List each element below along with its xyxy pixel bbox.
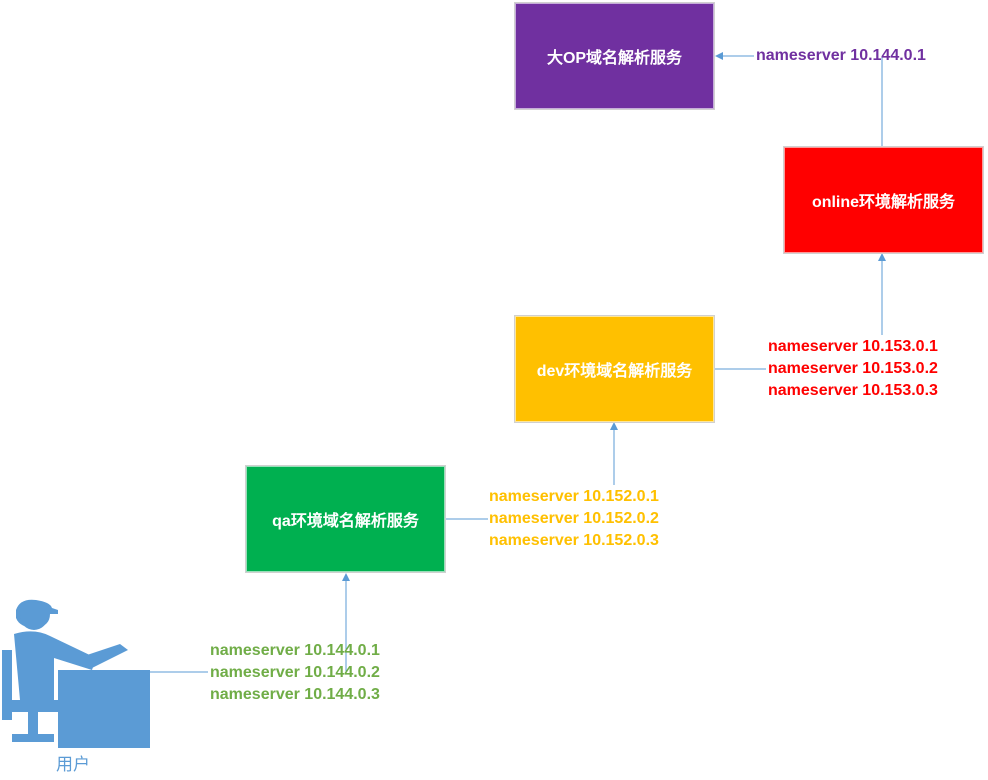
dev-nameserver-list: nameserver 10.153.0.1 nameserver 10.153.… bbox=[768, 336, 938, 402]
op-dns-service-label: 大OP域名解析服务 bbox=[546, 50, 683, 67]
nameserver-line: nameserver 10.153.0.2 bbox=[768, 360, 938, 377]
nameserver-line: nameserver 10.152.0.3 bbox=[489, 532, 659, 549]
online-dns-service-label: online环境解析服务 bbox=[811, 194, 956, 211]
online-nameserver-list: nameserver 10.144.0.1 bbox=[756, 45, 926, 67]
user-label: 用户 bbox=[56, 755, 90, 774]
qa-dns-service-box: qa环境域名解析服务 bbox=[246, 466, 445, 572]
qa-nameserver-list: nameserver 10.152.0.1 nameserver 10.152.… bbox=[489, 486, 659, 552]
dev-dns-service-label: dev环境域名解析服务 bbox=[536, 363, 693, 380]
nameserver-line: nameserver 10.144.0.1 bbox=[210, 642, 380, 659]
nameserver-line: nameserver 10.152.0.2 bbox=[489, 510, 659, 527]
nameserver-line: nameserver 10.144.0.3 bbox=[210, 686, 380, 703]
dev-dns-service-box: dev环境域名解析服务 bbox=[515, 316, 714, 422]
nameserver-line: nameserver 10.144.0.1 bbox=[756, 47, 926, 64]
nameserver-line: nameserver 10.153.0.3 bbox=[768, 382, 938, 399]
nameserver-line: nameserver 10.153.0.1 bbox=[768, 338, 938, 355]
online-dns-service-box: online环境解析服务 bbox=[784, 147, 983, 253]
user-nameserver-list: nameserver 10.144.0.1 nameserver 10.144.… bbox=[210, 640, 380, 706]
op-dns-service-box: 大OP域名解析服务 bbox=[515, 3, 714, 109]
nameserver-line: nameserver 10.152.0.1 bbox=[489, 488, 659, 505]
user-at-computer-icon bbox=[2, 599, 150, 748]
nameserver-line: nameserver 10.144.0.2 bbox=[210, 664, 380, 681]
qa-dns-service-label: qa环境域名解析服务 bbox=[272, 513, 419, 530]
